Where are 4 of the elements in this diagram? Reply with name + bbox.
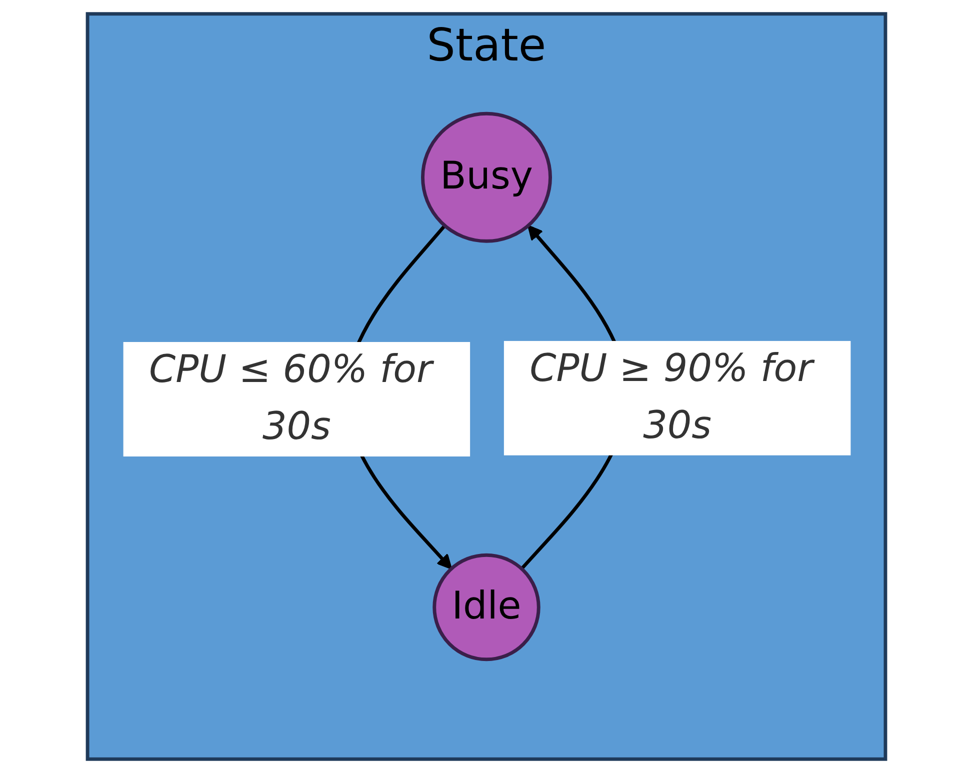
node-circle: Busy [421, 112, 552, 243]
edge-label: CPU ≤ 60% for 30s [148, 348, 432, 450]
edge-label: CPU ≥ 90% for 30s [530, 348, 813, 448]
node-circle: Idle [432, 553, 540, 662]
